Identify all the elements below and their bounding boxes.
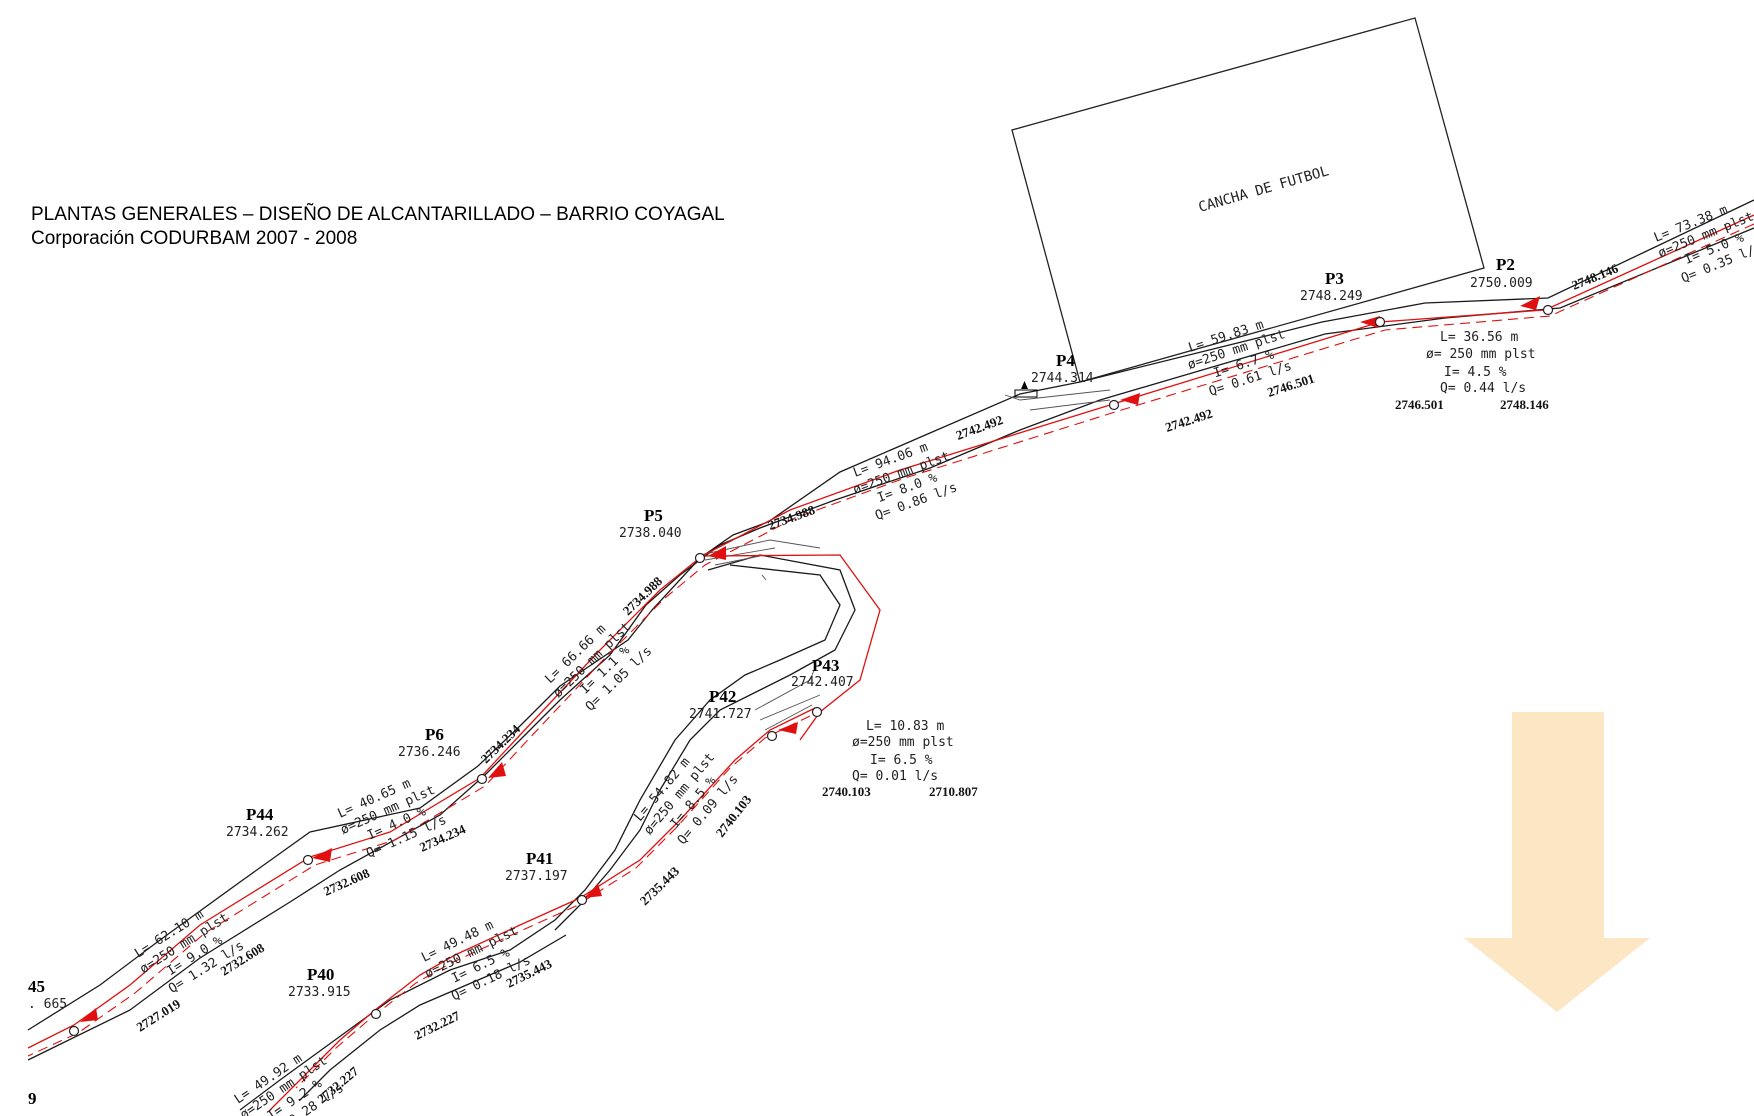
manhole-p43 <box>811 706 823 718</box>
road-edge-upper <box>27 199 1754 1031</box>
well-id-p4: P4 <box>1056 351 1075 370</box>
sewer-branch-2-dashed <box>295 715 811 1089</box>
manholes <box>68 304 1554 1037</box>
soccer-field-label: CANCHA DE FUTBOL <box>1197 163 1331 216</box>
flow-arrows <box>80 296 1540 1022</box>
edge-fragment: 9 <box>28 1089 37 1108</box>
well-elev-p40: 2733.915 <box>288 985 351 1000</box>
invert-elev: 2748.146 <box>1570 260 1621 292</box>
invert-elev-start: 2740.103 <box>822 784 871 799</box>
well-elev-p41: 2737.197 <box>505 869 568 884</box>
curb-lines <box>699 539 821 581</box>
segment-slope: I= 6.5 % <box>870 753 933 768</box>
invert-elev-start: 2746.501 <box>1395 397 1444 412</box>
loop-road-outer <box>554 554 856 931</box>
manhole-p4 <box>1108 399 1120 411</box>
well-id-p41: P41 <box>526 849 553 868</box>
manhole-p44 <box>302 854 314 866</box>
well-elev-45: . 665 <box>28 997 67 1012</box>
manhole-p45 <box>68 1025 80 1037</box>
well-id-p5: P5 <box>644 506 663 525</box>
well-id-p44: P44 <box>246 805 274 824</box>
well-id-p6: P6 <box>425 725 444 744</box>
loop-road-lower <box>299 934 567 1101</box>
well-elev-p3: 2748.249 <box>1300 289 1363 304</box>
segment-label-p44-p6: L= 40.65 m ø=250 mm plst I= 4.0 % Q= 1.1… <box>336 776 449 861</box>
segment-label-p41-p42: L= 54.82 m ø=250 mm plst I= 8.5 % Q= 0.0… <box>632 750 742 847</box>
well-elev-p5: 2738.040 <box>619 526 682 541</box>
segment-flow: Q= 0.44 l/s <box>1440 381 1526 396</box>
segment-label-p40-p41: L= 49.48 m ø=250 mm plst I= 6.5 % Q= 0.1… <box>419 918 533 1005</box>
segment-diameter: ø=250 mm plst <box>852 735 954 750</box>
segment-label-p3-p2: L= 36.56 m ø= 250 mm plst I= 4.5 % Q= 0.… <box>1395 330 1549 412</box>
sewer-main-dashed <box>27 223 1754 1057</box>
segment-label-p45-p44: L= 62.10 m ø=250 mm plst I= 9.0 % Q= 1.3… <box>132 907 247 997</box>
drawing-header: PLANTAS GENERALES – DISEÑO DE ALCANTARIL… <box>31 203 725 251</box>
invert-elev: 2732.608 <box>321 865 372 899</box>
segment-label-p40-south: L= 49.92 m ø=250 mm plst I= 9.2 % Q= 0.2… <box>232 1051 347 1116</box>
invert-elev-end: 2710.807 <box>929 784 978 799</box>
manhole-p42 <box>766 730 778 742</box>
manhole-p41 <box>576 894 588 906</box>
invert-elev-end: 2748.146 <box>1500 397 1549 412</box>
segment-label-p43: L= 10.83 m ø=250 mm plst I= 6.5 % Q= 0.0… <box>822 719 978 799</box>
well-elev-p2: 2750.009 <box>1470 276 1533 291</box>
landmark-icon <box>1014 381 1038 398</box>
drawing-title: PLANTAS GENERALES – DISEÑO DE ALCANTARIL… <box>31 204 725 225</box>
segment-diameter: ø= 250 mm plst <box>1426 347 1536 362</box>
invert-elev: 2734.988 <box>766 502 817 533</box>
drawing-subtitle: Corporación CODURBAM 2007 - 2008 <box>31 228 358 249</box>
well-id-p3: P3 <box>1325 269 1344 288</box>
segment-flow: Q= 0.01 l/s <box>852 769 938 784</box>
branch-lines <box>754 667 821 731</box>
invert-elev: 2732.227 <box>412 1008 463 1043</box>
flow-arrow <box>1360 316 1380 328</box>
invert-elev: 2742.492 <box>954 412 1005 443</box>
flow-arrow <box>1120 393 1140 405</box>
segment-label-p5-p4: L= 94.06 m ø=250 mm plst I= 8.0 % Q= 0.8… <box>851 440 959 524</box>
well-id-p2: P2 <box>1496 255 1515 274</box>
loop-road-inner <box>239 564 841 1111</box>
flow-arrow <box>778 722 798 734</box>
segment-length: L= 10.83 m <box>866 719 944 734</box>
well-elev-p44: 2734.262 <box>226 825 289 840</box>
flow-arrow <box>312 848 332 862</box>
flow-arrow <box>1520 296 1540 310</box>
down-arrow-icon <box>1464 712 1650 1012</box>
manhole-p2 <box>1542 304 1554 316</box>
segment-length: L= 36.56 m <box>1440 330 1518 345</box>
segment-label-p2-east: L= 73.38 m ø=250 mm plst I= 5.0 % Q= 0.3… <box>1652 202 1754 286</box>
well-id-p42: P42 <box>709 687 736 706</box>
flow-arrow <box>708 546 726 560</box>
well-elev-p42: 2741.727 <box>689 707 752 722</box>
flow-arrow <box>584 884 602 898</box>
road-secondary <box>1004 389 1111 411</box>
road-edge-lower <box>27 227 1754 1061</box>
well-elev-p43: 2742.407 <box>791 675 854 690</box>
invert-elev: 2742.492 <box>1163 406 1214 435</box>
invert-elev: 2735.443 <box>637 863 683 908</box>
invert-elev: 2734.988 <box>620 573 666 618</box>
well-id-p40: P40 <box>307 965 334 984</box>
manhole-p3 <box>1374 316 1386 328</box>
well-elev-p4: 2744.314 <box>1031 371 1094 386</box>
manhole-p5 <box>694 552 706 564</box>
sewer-main-line <box>27 214 1754 1049</box>
soccer-field <box>1011 17 1485 383</box>
well-id-45: 45 <box>28 977 45 996</box>
well-id-p43: P43 <box>812 656 839 675</box>
manhole-p6 <box>476 773 488 785</box>
flow-arrow <box>80 1008 98 1022</box>
sewer-branch-2 <box>269 707 816 1111</box>
manhole-p40 <box>370 1008 382 1020</box>
flow-arrow <box>488 762 506 778</box>
well-elev-p6: 2736.246 <box>398 745 461 760</box>
segment-slope: I= 4.5 % <box>1444 365 1507 380</box>
